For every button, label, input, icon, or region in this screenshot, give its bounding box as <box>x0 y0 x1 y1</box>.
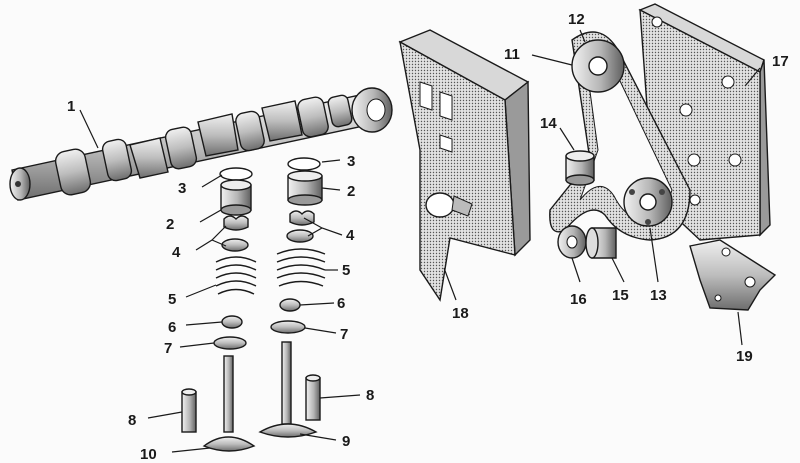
rear-timing-cover <box>398 29 531 302</box>
callout-2b: 2 <box>347 183 355 200</box>
callout-18: 18 <box>452 305 469 322</box>
timing-belt-assembly <box>549 31 691 259</box>
callout-16: 16 <box>570 291 587 308</box>
callout-labels: 1 2 2 3 3 4 4 5 5 6 6 7 7 8 8 9 10 11 12… <box>67 11 789 463</box>
callout-13: 13 <box>650 287 667 304</box>
callout-8b: 8 <box>366 387 374 404</box>
callout-8a: 8 <box>128 412 136 429</box>
callout-14: 14 <box>540 115 557 132</box>
callout-6b: 6 <box>337 295 345 312</box>
left-valve-stack <box>181 167 257 452</box>
callout-7a: 7 <box>164 340 172 357</box>
callout-1: 1 <box>67 98 75 115</box>
callout-5a: 5 <box>168 291 176 308</box>
callout-12: 12 <box>568 11 585 28</box>
engine-bracket <box>689 239 777 311</box>
leader-lines <box>79 29 761 453</box>
right-valve-stack <box>258 157 326 438</box>
callout-7b: 7 <box>340 326 348 343</box>
callout-17: 17 <box>772 53 789 70</box>
callout-6a: 6 <box>168 319 176 336</box>
callout-4a: 4 <box>172 244 181 261</box>
callout-10: 10 <box>140 446 157 463</box>
callout-3a: 3 <box>178 180 186 197</box>
callout-9: 9 <box>342 433 350 450</box>
callout-2a: 2 <box>166 216 174 233</box>
callout-11: 11 <box>504 46 520 63</box>
callout-15: 15 <box>612 287 629 304</box>
callout-4b: 4 <box>346 227 355 244</box>
camshaft <box>9 87 393 201</box>
callout-5b: 5 <box>342 262 350 279</box>
callout-3b: 3 <box>347 153 355 170</box>
callout-19: 19 <box>736 348 753 365</box>
